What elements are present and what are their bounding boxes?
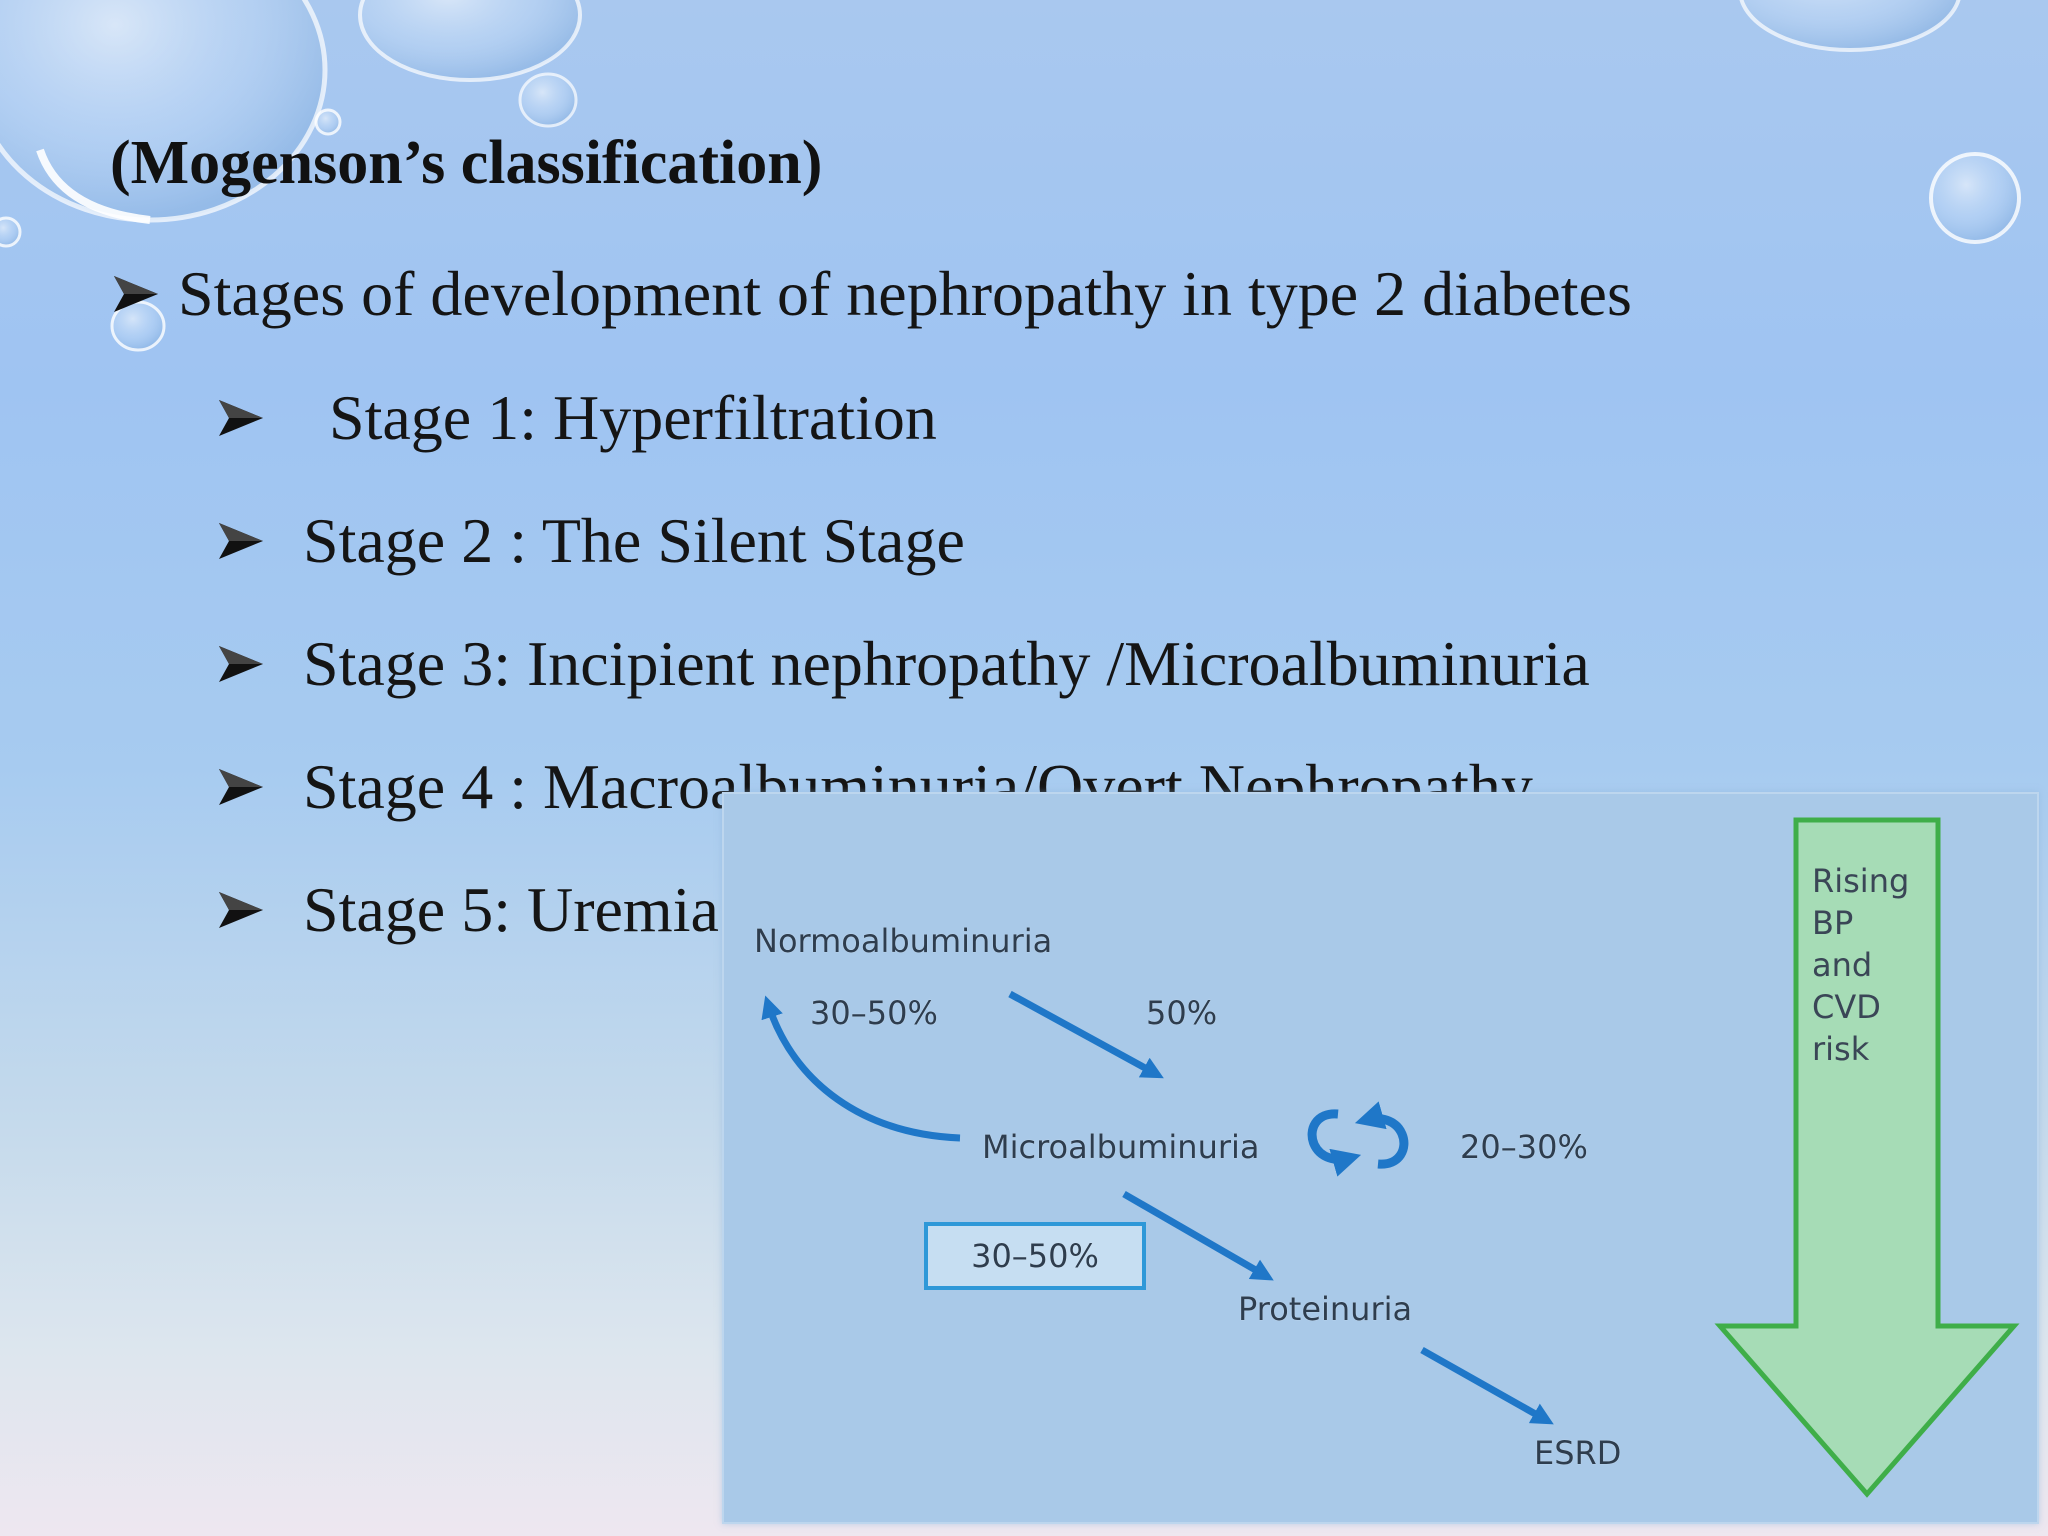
regress-arrow [761,995,961,1142]
stage-item-5: Stage 5: Uremia [215,878,719,942]
stable-percent: 20–30% [1460,1128,1588,1166]
proteinuria-label: Proteinuria [1238,1290,1413,1328]
arrow-bullet-icon [215,642,267,686]
main-bullet-text: Stages of development of nephropathy in … [178,258,1632,329]
arrow-bullet-icon [215,765,267,809]
stage-label: Stage 3: Incipient nephropathy /Microalb… [303,628,1590,699]
stage-label: Stage 2 : The Silent Stage [303,505,965,576]
micro-to-protein-percent: 30–50% [971,1237,1099,1275]
micro-to-protein-percent-box: 30–50% [924,1222,1146,1290]
arrow-bullet-icon [110,272,162,316]
protein-to-esrd-arrow [1420,1346,1554,1425]
risk-line: CVD [1812,988,1881,1026]
arrow-bullet-icon [215,519,267,563]
normoalbuminuria-label: Normoalbuminuria [754,922,1053,960]
rising-risk-text: Rising BP and CVD risk [1812,860,1932,1070]
rising-risk-arrow [1714,817,2020,1498]
risk-line: Rising [1812,862,1910,900]
stage-label: Stage 1: Hyperfiltration [329,382,937,453]
normo-to-micro-arrow [1008,990,1164,1079]
progression-percent: 50% [1146,994,1218,1032]
micro-to-protein-arrow [1122,1190,1274,1281]
risk-line: and [1812,946,1873,984]
main-bullet: Stages of development of nephropathy in … [110,262,1632,326]
esrd-label: ESRD [1534,1434,1622,1472]
slide-heading: (Mogenson’s classification) [110,129,823,197]
risk-line: risk [1812,1030,1870,1068]
diagram-graphics [761,817,2020,1498]
stage-item-1: Stage 1: Hyperfiltration [215,386,937,450]
stage-item-3: Stage 3: Incipient nephropathy /Microalb… [215,632,1590,696]
arrow-bullet-icon [215,396,267,440]
risk-line: BP [1812,904,1854,942]
stage-label: Stage 5: Uremia [303,874,719,945]
regress-percent: 30–50% [810,994,938,1032]
microalbuminuria-label: Microalbuminuria [982,1128,1260,1166]
cycle-arrows-icon [1307,1101,1409,1177]
nephropathy-progression-diagram: Normoalbuminuria 30–50% 50% Microalbumin… [722,792,2039,1524]
arrow-bullet-icon [215,888,267,932]
stage-item-2: Stage 2 : The Silent Stage [215,509,965,573]
